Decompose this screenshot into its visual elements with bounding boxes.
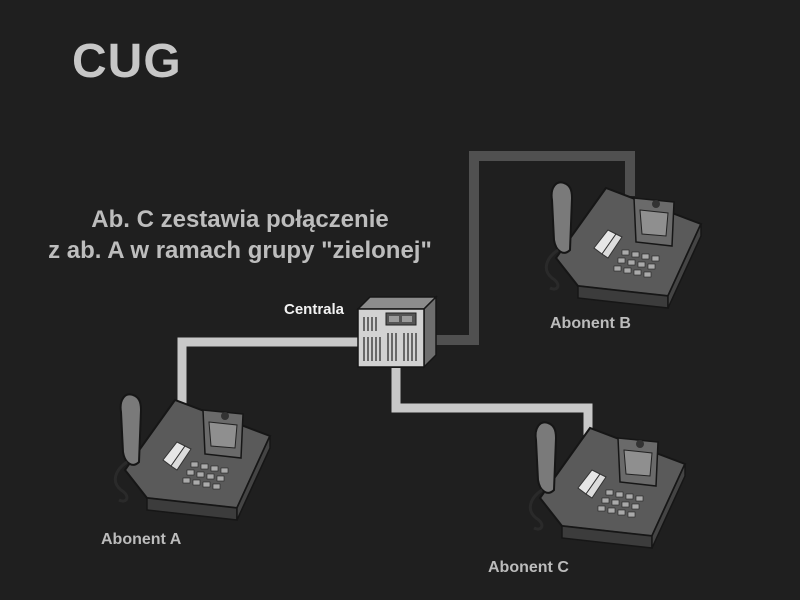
desk-phone-icon-c — [528, 420, 687, 550]
subscriber-b-label: Abonent B — [550, 315, 631, 332]
telephone-exchange-icon — [357, 296, 437, 368]
line-exchange-to-b — [436, 151, 635, 345]
line-exchange-to-c — [391, 368, 593, 478]
subscriber-a-label: Abonent A — [101, 531, 182, 548]
desk-phone-icon-a — [113, 392, 272, 522]
slide-title: CUG — [72, 35, 182, 88]
desk-phone-icon-b — [544, 180, 703, 310]
description-line-2: z ab. A w ramach grupy "zielonej" — [48, 237, 432, 264]
exchange-label: Centrala — [284, 301, 345, 318]
description-line-1: Ab. C zestawia połączenie — [91, 206, 389, 233]
slide-description: Ab. C zestawia połączenie z ab. A w rama… — [20, 204, 460, 266]
subscriber-c-label: Abonent C — [488, 559, 569, 576]
